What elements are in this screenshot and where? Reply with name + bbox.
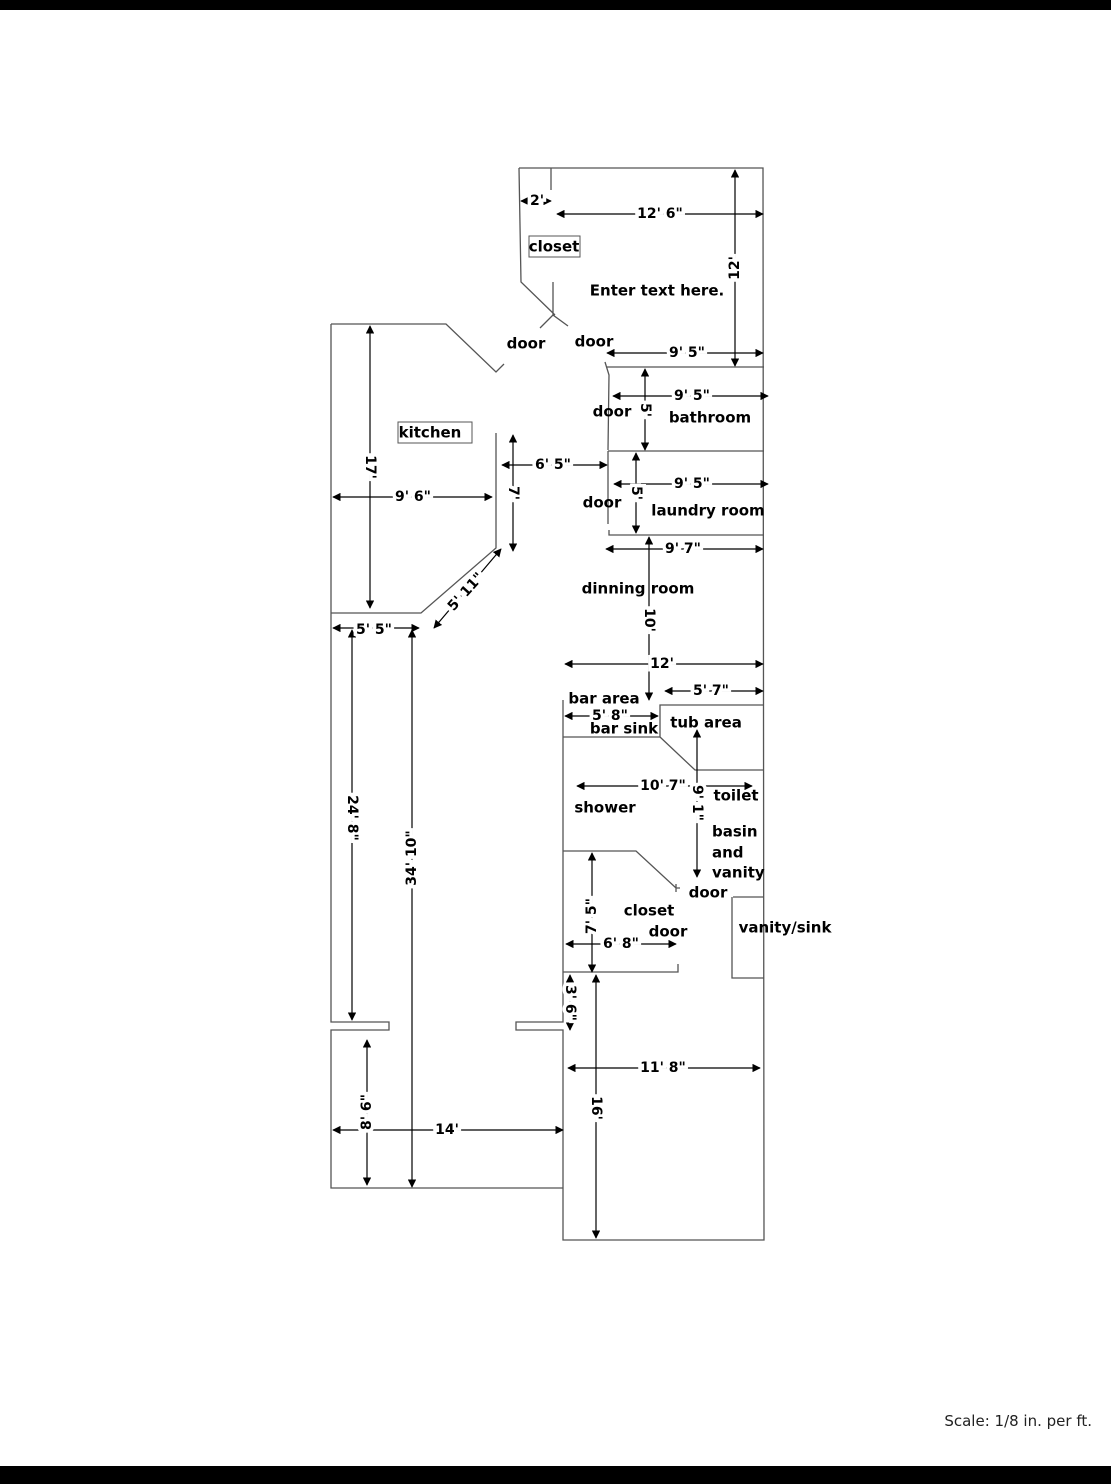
room-label-bathroom: bathroom	[669, 409, 751, 427]
dim-label: 3' 6"	[562, 985, 578, 1021]
dim-label: 7' 5"	[584, 898, 600, 934]
kitchen-label-box	[397, 421, 473, 444]
room-label-kitchen: kitchen	[399, 424, 462, 442]
dim-label: 11' 8"	[640, 1060, 686, 1076]
top-border	[0, 0, 1111, 10]
bottom-border	[0, 1466, 1111, 1484]
closet-label-box	[528, 235, 581, 258]
dim-label: 6' 8"	[603, 936, 639, 952]
room-label-dining: dinning room	[582, 580, 695, 598]
dim-label: 12'	[727, 256, 743, 280]
room-label-basin: and	[712, 844, 744, 862]
dim-label: 5' 11"	[445, 570, 487, 615]
room-label-tub-area: tub area	[670, 714, 742, 732]
door-label: door	[649, 923, 688, 941]
walls	[330, 167, 765, 1241]
dim-label: 34' 10"	[404, 830, 420, 885]
dim-label: 10' 7"	[640, 778, 686, 794]
dim-label: 9' 5"	[674, 476, 710, 492]
room-label-basin: vanity	[712, 864, 765, 882]
dim-label: 9' 7"	[665, 541, 701, 557]
dim-label: 14'	[435, 1122, 459, 1138]
dim-label: 9' 5"	[669, 345, 705, 361]
door-label: door	[689, 884, 728, 902]
dim-label: 5'	[628, 486, 644, 500]
dim-label: 24' 8"	[344, 795, 360, 841]
dim-label: 6' 5"	[535, 457, 571, 473]
dim-label: 8' 6"	[359, 1094, 375, 1130]
room-label-bar-area: bar area	[568, 690, 639, 708]
room-label-closet: closet	[624, 902, 675, 920]
dim-label: 7'	[505, 486, 521, 500]
dim-label: 9' 1"	[689, 785, 705, 821]
room-labels: closet Enter text here. door door door b…	[397, 235, 833, 941]
door-label: door	[593, 403, 632, 421]
door-label: door	[575, 333, 614, 351]
room-label-toilet: toilet	[713, 787, 758, 805]
dim-label: 10'	[641, 608, 657, 632]
dim-label: 2'	[530, 193, 544, 209]
room-label-closet: closet	[529, 238, 580, 256]
dim-label: 9' 5"	[674, 388, 710, 404]
dim-label: 16'	[588, 1096, 604, 1120]
dimension-lines	[332, 169, 769, 1239]
dim-label: 9' 6"	[395, 489, 431, 505]
dim-label: 5' 5"	[356, 622, 392, 638]
room-label-vanity-sink: vanity/sink	[739, 919, 833, 937]
door-label: door	[583, 494, 622, 512]
text-placeholder: Enter text here.	[590, 282, 724, 300]
dim-label: 12'	[650, 656, 674, 672]
room-label-laundry: laundry room	[651, 502, 764, 520]
dim-label: 17'	[362, 455, 378, 479]
room-label-bar-sink: bar sink	[590, 720, 659, 738]
dim-label: 12' 6"	[637, 206, 683, 222]
dim-label: 5' 7"	[693, 683, 729, 699]
door-label: door	[507, 335, 546, 353]
dim-label: 5'	[637, 403, 653, 417]
room-label-basin: basin	[712, 823, 758, 841]
scale-note: Scale: 1/8 in. per ft.	[944, 1412, 1092, 1430]
room-label-shower: shower	[574, 799, 636, 817]
dim-label: 5' 8"	[592, 708, 628, 724]
